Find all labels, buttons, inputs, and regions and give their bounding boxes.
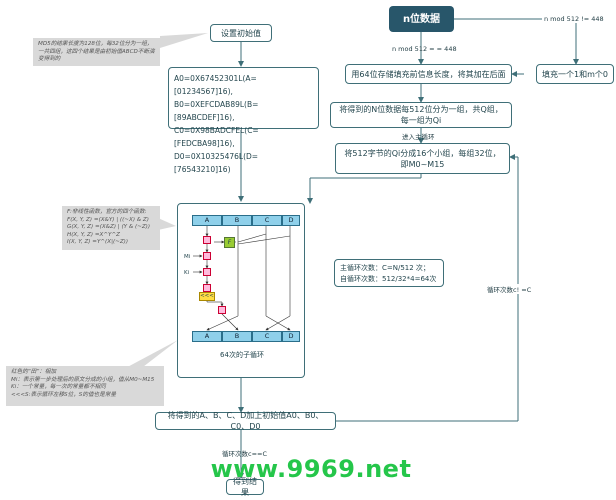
- add-node-2: [203, 252, 211, 260]
- cell-top-c: C: [252, 215, 282, 226]
- init-note: MD5的结果长度为128位，每32位分为一组，一共四组，这四个结果是由初始值AB…: [33, 38, 160, 66]
- add-node-4: [203, 284, 211, 292]
- result-box: 得到结果: [226, 477, 264, 497]
- sub-loop-diagram: A B C D F Mi Ki <<< A B C D 64次的子循环: [177, 203, 305, 378]
- cell-top-a: A: [192, 215, 222, 226]
- cell-top-b: B: [222, 215, 252, 226]
- cell-bottom-d: D: [282, 331, 300, 342]
- mi-label: Mi: [184, 254, 191, 260]
- initial-values-box: A0=0X67452301L(A=[01234567]16), B0=0XEFC…: [168, 67, 319, 174]
- enter-main-loop-label: 进入主循环: [402, 133, 435, 141]
- add-initial-values-box: 将得到的A、B、C、D加上初始值A0、B0、C0、D0: [155, 411, 336, 431]
- cell-bottom-b: B: [222, 331, 252, 342]
- loop-c-eq-label: 循环次数c==C: [222, 450, 268, 458]
- add-node-5: [218, 306, 226, 314]
- cell-bottom-c: C: [252, 331, 282, 342]
- cond-not-448-label: n mod 512 != 448: [542, 15, 606, 23]
- cell-top-d: D: [282, 215, 300, 226]
- loop-c-neq-label: 循环次数c! =C: [486, 284, 533, 294]
- append-length-box: 用64位存储填充前信息长度，将其加在后面: [345, 64, 512, 84]
- set-initial-value-box: 设置初始值: [210, 24, 272, 42]
- ki-label: Ki: [184, 270, 190, 276]
- add-node-3: [203, 268, 211, 276]
- function-note: F:非线性函数，官方的四个函数: F(X, Y, Z) =(X&Y) | ((~…: [62, 206, 160, 250]
- add-node-1: [203, 236, 211, 244]
- title-n-bit-data: n位数据: [389, 6, 454, 32]
- split-subgroups-box: 将512字节的Qi分成16个小组，每组32位，即M0~M15: [335, 143, 510, 174]
- split-blocks-box: 将得到的N位数据每512位分为一组，共Q组，每一组为Qi: [330, 102, 512, 128]
- loop-count-box: 主循环次数：C=N/512 次； 自循环次数：512/32*4=64次: [334, 259, 444, 287]
- sub-loop-caption: 64次的子循环: [220, 351, 264, 359]
- cond-448-label: n mod 512 = = 448: [392, 45, 457, 53]
- left-rotate-node: <<<: [199, 292, 215, 301]
- padding-box: 填充一个1和m个0: [536, 64, 614, 84]
- function-f-node: F: [224, 237, 235, 248]
- legend-note: 红色的“田”：相加 Mi：表示第一步处理后的原文分成的小组，值从M0~M15 K…: [6, 366, 164, 406]
- watermark: www.9969.net: [210, 455, 412, 483]
- cell-bottom-a: A: [192, 331, 222, 342]
- init-value-d: D0=0X10325476L(D=[76543210]16): [174, 152, 259, 174]
- init-value-b: B0=0XEFCDAB89L(B=[89ABCDEF]16),: [174, 100, 259, 122]
- init-value-a: A0=0X67452301L(A=[01234567]16),: [174, 74, 257, 96]
- init-value-c: C0=0X98BADCFEL(C=[FEDCBA98]16),: [174, 126, 259, 148]
